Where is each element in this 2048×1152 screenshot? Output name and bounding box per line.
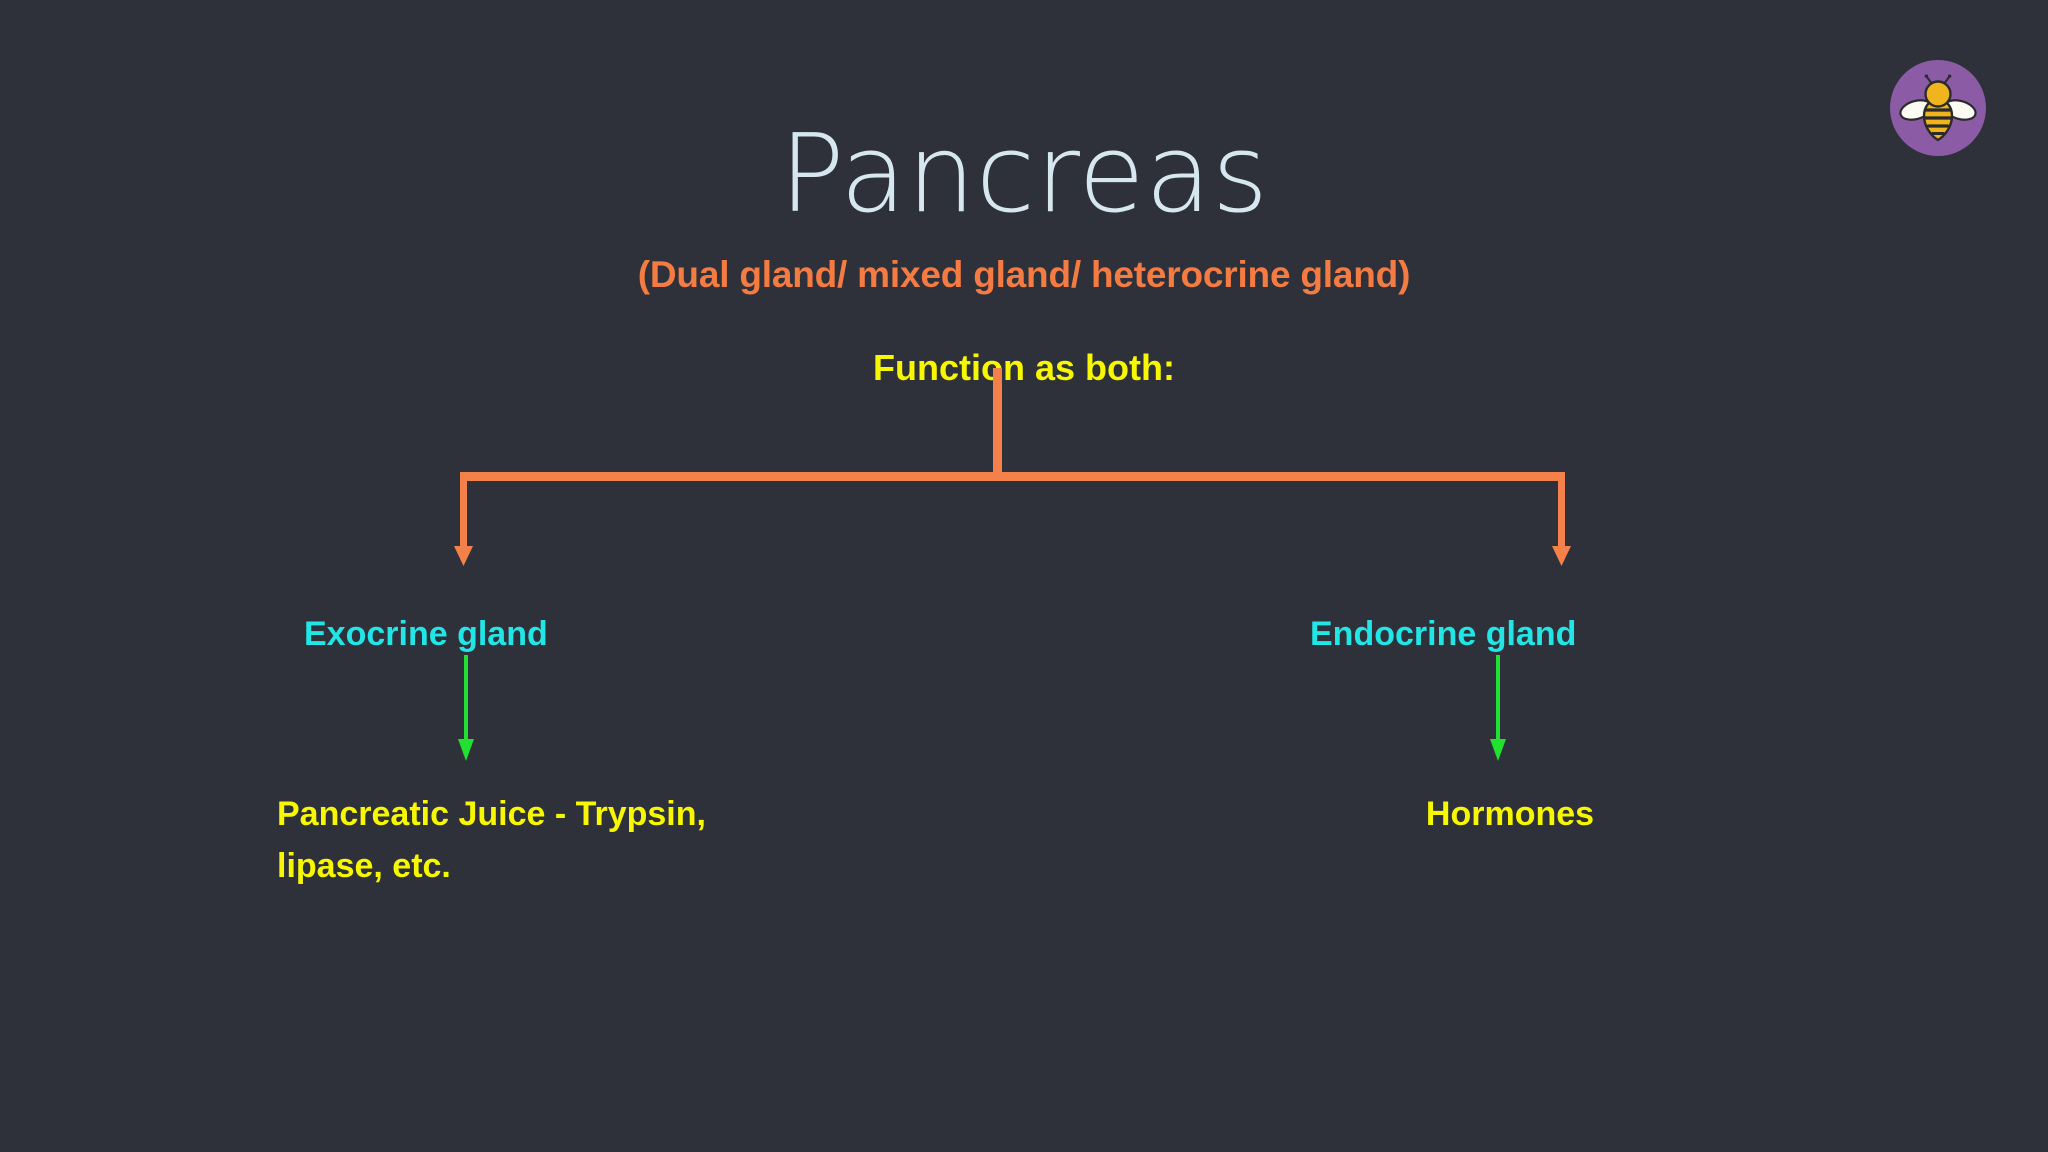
bracket-connector: [440, 368, 1585, 573]
branch-label-exocrine: Exocrine gland: [304, 615, 548, 653]
output-line: Pancreatic Juice - Trypsin,: [277, 795, 706, 833]
page-subtitle: (Dual gland/ mixed gland/ heterocrine gl…: [637, 254, 1411, 295]
branch-label-endocrine: Endocrine gland: [1310, 615, 1577, 653]
branch-output-exocrine: Pancreatic Juice - Trypsin, lipase, etc.: [277, 788, 837, 892]
branch-output-endocrine: Hormones: [1350, 788, 1670, 840]
down-arrow-icon-exocrine: [454, 655, 478, 765]
output-line: Hormones: [1425, 795, 1595, 833]
bee-logo-icon[interactable]: [1890, 60, 1986, 156]
diagram-root-label: Function as both:: [873, 347, 1175, 388]
output-line: lipase, etc.: [277, 847, 451, 885]
down-arrow-icon-endocrine: [1486, 655, 1510, 765]
page-title: Pancreas: [779, 112, 1269, 237]
